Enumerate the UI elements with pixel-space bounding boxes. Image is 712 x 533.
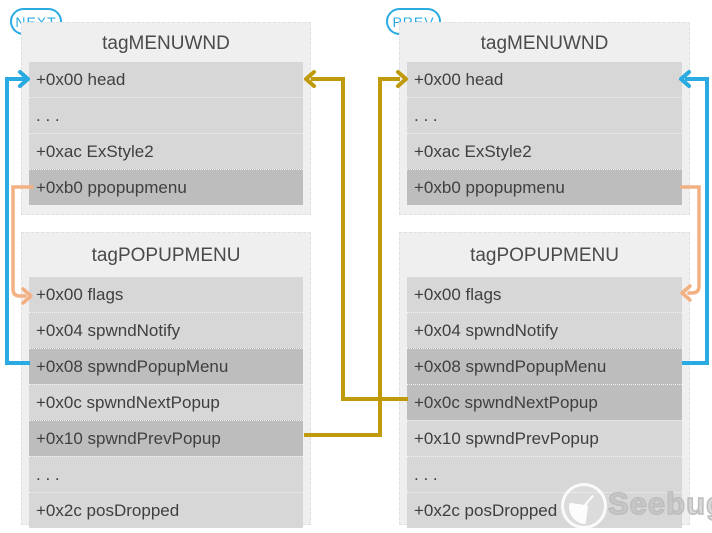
prev-tagpopupmenu-rows: +0x00 flags +0x04 spwndNotify +0x08 spwn… xyxy=(407,277,682,528)
row-next-exstyle2: +0xac ExStyle2 xyxy=(29,133,303,169)
row-next-ellipsis-1: . . . xyxy=(29,97,303,133)
next-tagmenuwnd-box: tagMENUWND +0x00 head . . . +0xac ExStyl… xyxy=(21,22,311,215)
prev-tagmenuwnd-rows: +0x00 head . . . +0xac ExStyle2 +0xb0 pp… xyxy=(407,62,682,205)
row-next-spwndnextpopup: +0x0c spwndNextPopup xyxy=(29,384,303,420)
arrow-next-spwndprevpopup-to-prev-head xyxy=(304,70,408,437)
row-prev-spwndnextpopup: +0x0c spwndNextPopup xyxy=(407,384,682,420)
row-next-spwndprevpopup: +0x10 spwndPrevPopup xyxy=(29,420,303,456)
row-next-ellipsis-2: . . . xyxy=(29,456,303,492)
row-prev-ellipsis-1: . . . xyxy=(407,97,682,133)
row-next-ppopupmenu: +0xb0 ppopupmenu xyxy=(29,169,303,205)
next-tagpopupmenu-rows: +0x00 flags +0x04 spwndNotify +0x08 spwn… xyxy=(29,277,303,528)
prev-tagmenuwnd-title: tagMENUWND xyxy=(480,33,609,54)
row-prev-ppopupmenu: +0xb0 ppopupmenu xyxy=(407,169,682,205)
prev-tagpopupmenu-box: tagPOPUPMENU +0x00 flags +0x04 spwndNoti… xyxy=(399,232,690,528)
row-prev-ellipsis-2: . . . xyxy=(407,456,682,492)
seebug-watermark: Seebug xyxy=(607,485,712,522)
prev-tagmenuwnd-box: tagMENUWND +0x00 head . . . +0xac ExStyl… xyxy=(399,22,690,215)
row-next-flags: +0x00 flags xyxy=(29,277,303,312)
next-tagmenuwnd-rows: +0x00 head . . . +0xac ExStyle2 +0xb0 pp… xyxy=(29,62,303,205)
row-next-spwndnotify: +0x04 spwndNotify xyxy=(29,312,303,348)
next-tagpopupmenu-box: tagPOPUPMENU +0x00 flags +0x04 spwndNoti… xyxy=(21,232,311,528)
row-prev-spwndprevpopup: +0x10 spwndPrevPopup xyxy=(407,420,682,456)
seebug-logo-icon xyxy=(561,483,607,529)
row-prev-spwndnotify: +0x04 spwndNotify xyxy=(407,312,682,348)
row-prev-spwndpopupmenu: +0x08 spwndPopupMenu xyxy=(407,348,682,384)
prev-tagpopupmenu-title: tagPOPUPMENU xyxy=(470,245,619,266)
next-tagpopupmenu-title: tagPOPUPMENU xyxy=(91,245,241,266)
row-prev-exstyle2: +0xac ExStyle2 xyxy=(407,133,682,169)
row-next-posdropped: +0x2c posDropped xyxy=(29,492,303,528)
row-next-spwndpopupmenu: +0x08 spwndPopupMenu xyxy=(29,348,303,384)
row-prev-flags: +0x00 flags xyxy=(407,277,682,312)
next-tagmenuwnd-title: tagMENUWND xyxy=(102,33,230,54)
row-prev-posdropped: +0x2c posDropped xyxy=(407,492,682,528)
row-prev-head: +0x00 head xyxy=(407,62,682,97)
row-next-head: +0x00 head xyxy=(29,62,303,97)
arrow-prev-spwndnextpopup-to-next-head xyxy=(304,70,408,401)
